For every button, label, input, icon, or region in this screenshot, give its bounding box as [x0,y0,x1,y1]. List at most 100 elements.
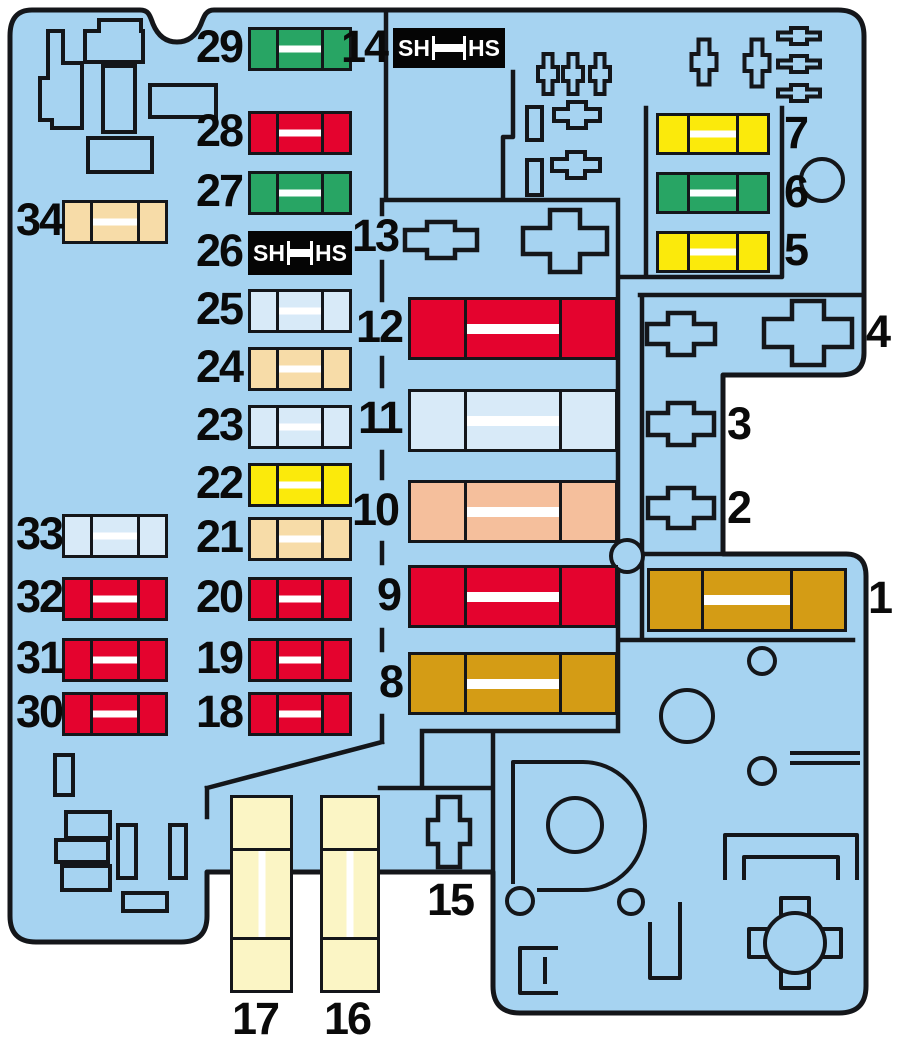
fuse-element-bar [467,506,559,517]
fuse-element-bar [278,656,322,664]
pin [121,891,169,913]
fuse-cap-segment [140,517,165,555]
connector-cross [588,52,612,96]
fuse-cap-segment [251,30,276,68]
fuse-middle-segment [275,350,325,388]
fuse-slot-11 [408,389,618,452]
relay-box-14: SH HS [393,28,505,68]
connector-cross [689,37,719,87]
relay-shape [83,18,145,64]
connector-cross [776,54,822,74]
fuse-element-bar [278,45,322,53]
connector-13 [402,219,480,261]
fuse-cap-segment [251,408,276,446]
fuse-middle-segment [464,655,562,712]
fuse-cap-segment [659,234,687,270]
fuse-slot-29 [248,27,352,71]
fuse-slot-12 [408,297,618,360]
slot-number-11: 11 [358,392,404,443]
fuse-cap-segment [411,392,464,449]
fuse-cap-segment [562,568,615,625]
fuse-element-bar [278,481,322,489]
fuse-cap-segment [251,695,276,733]
fuse-cap-segment [323,798,377,848]
fuse-cap-segment [251,350,276,388]
fuse-element-bar [278,129,322,137]
fuse-middle-segment [464,300,562,357]
fuse-element-bar [689,248,737,256]
sh-label: SH [398,34,430,61]
fuse-cap-segment [140,641,165,679]
slot-number-27: 27 [196,165,244,216]
fuse-element-bar [689,189,737,197]
fuse-slot-30 [62,692,168,736]
fuse-cap-segment [411,655,464,712]
slot-number-25: 25 [196,283,244,334]
fuse-element-bar [467,678,559,689]
fuse-slot-8 [408,652,618,715]
fuse-slot-33 [62,514,168,558]
fuse-cap-segment [411,568,464,625]
connector-crosses-top [525,52,612,197]
slot-number-9: 9 [377,569,402,620]
fuse-cap-segment [324,641,349,679]
slot-number-21: 21 [196,511,244,562]
fuse-cap-segment [411,483,464,540]
fuse-middle-segment [90,517,140,555]
connector-crosses-top-right [689,26,822,103]
fuse-middle-segment [275,30,325,68]
fuse-cap-segment [251,292,276,330]
slot-number-29: 29 [196,21,244,72]
fuse-middle-segment [90,641,140,679]
bracket-left [518,946,558,995]
sh-hs-link-graphic [286,231,314,275]
slot-number-30: 30 [16,686,64,737]
slot-number-7: 7 [784,107,809,158]
relay-shape [38,29,84,130]
fuse-slot-28 [248,111,352,155]
connector-13-group [402,207,610,275]
fuse-element-bar [278,423,322,431]
fuse-slot-27 [248,171,352,215]
fuse-cap-segment [251,174,276,212]
fuse-middle-segment [275,580,325,618]
fuse-slot-21 [248,517,352,561]
fuse-cap-segment [324,114,349,152]
fuse-element-bar [93,656,137,664]
relay-shape [148,83,218,119]
pin [60,864,112,892]
fuse-middle-segment [686,234,740,270]
slot-number-20: 20 [196,571,244,622]
bracket-right [648,902,682,980]
fuse-cap-segment [659,175,687,211]
slot-number-4: 4 [866,306,891,357]
fuse-middle-segment [275,520,325,558]
hs-label: HS [468,34,500,61]
fuse-element-bar [278,710,322,718]
fuse-cap-segment [324,408,349,446]
fuse-element-bar [467,323,559,334]
connector-4a [644,310,718,358]
fuse-cap-segment [65,695,90,733]
slot-number-10: 10 [352,484,400,535]
circle-marker [799,157,845,203]
slot-number-23: 23 [196,399,244,450]
fuse-cap-segment [251,520,276,558]
fuse-middle-segment [275,174,325,212]
fuse-element-bar [93,532,137,540]
fuse-slot-18 [248,692,352,736]
pin [53,753,75,797]
slot-number-33: 33 [16,508,64,559]
fuse-element-bar [93,218,137,226]
fuse-element-bar [278,595,322,603]
fuse-cap-segment [324,292,349,330]
connector-13b [520,207,610,275]
fuse-middle-segment [686,175,740,211]
circle-marker [747,646,777,676]
fuse-slot-24 [248,347,352,391]
slot-number-17: 17 [232,993,280,1044]
fuse-slot-1 [647,568,847,632]
slot-number-16: 16 [324,993,372,1044]
